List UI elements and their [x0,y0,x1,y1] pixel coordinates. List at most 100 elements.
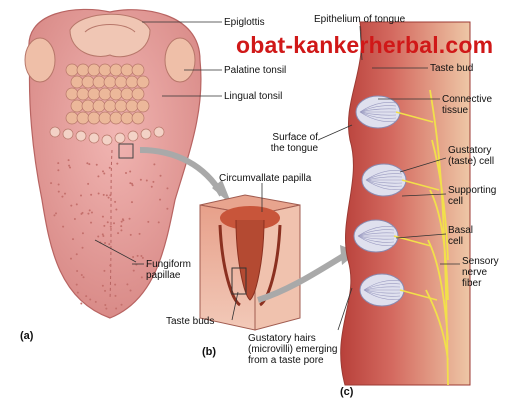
papilla-dot [57,162,60,165]
gustatory-cell [363,289,401,300]
vallate-papilla [127,130,139,142]
lingual-bump [125,99,139,113]
papilla-dot [116,162,119,165]
papilla-dot [106,221,109,224]
papilla-dot [159,198,162,201]
gustatory-cell [363,286,401,291]
papilla-dot [57,183,60,186]
lingual-bump [87,63,101,77]
papilla-dot [53,214,56,217]
papilla-dot [132,256,135,259]
papilla-dot [76,269,79,272]
papilla-dot [90,211,93,214]
median-sulcus [109,149,113,301]
vallate-papilla [140,128,152,140]
lingual-bump [109,111,123,125]
papilla-dot [88,163,91,166]
papilla-dot [62,225,65,228]
lingual-bump [92,99,106,113]
papilla-dot [103,172,106,175]
nerve-branch [395,111,434,123]
papilla-dot [129,233,132,236]
papilla-dot [129,182,132,185]
tongue-illustration [24,8,202,319]
vallate-papilla [62,128,74,140]
papilla-dot [120,303,123,306]
papilla-dot [166,187,169,190]
papilla-dot [130,201,133,204]
lingual-bump [109,63,123,77]
papilla-dot [61,195,64,198]
label-gustatory-cell: Gustatory (taste) cell [448,145,495,167]
papilla-dot [85,295,88,298]
papilla-dot [97,192,100,195]
papilla-dot [87,182,90,185]
circumvallate-block [199,194,301,331]
lingual-bump [120,63,134,77]
papilla-dot [82,276,85,279]
papilla-dot [108,243,111,246]
papilla-dot [102,234,105,237]
papilla-dot [90,221,93,224]
lingual-bump [65,87,79,101]
lingual-bump [103,99,117,113]
gustatory-cell [365,176,403,181]
papilla-dot [81,211,84,214]
lingual-bump [114,99,128,113]
vallate-papilla [101,134,113,146]
papilla-dot [69,257,72,260]
label-surface-of-tongue: Surface of the tongue [270,132,318,154]
label-basal-cell: Basal cell [448,225,474,247]
papilla-dot [101,233,104,236]
nerve-fibers [425,89,449,386]
papilla-dot [109,194,112,197]
papilla-dot [67,159,70,162]
lingual-bump [98,111,112,125]
papilla-dot [129,289,132,292]
nerve-branch [401,179,440,191]
panel-label-c: (c) [340,386,354,398]
papilla-dot [81,246,84,249]
gustatory-cell [363,289,401,297]
papilla-dot [75,253,78,256]
label-epiglottis: Epiglottis [224,17,265,28]
gustatory-cell [357,226,395,237]
label-supporting-cell: Supporting cell [448,185,497,207]
papilla-dot [153,163,156,166]
papilla-dot [150,185,153,188]
leader-lines-c [317,25,460,331]
leader-lines-b [231,183,263,321]
papilla-dot [57,190,60,193]
label-fungiform-papillae: Fungiform papillae [146,259,192,281]
vallate-papilla [153,126,165,138]
papilla-dot [73,218,76,221]
gustatory-cell [357,232,395,237]
papilla-dot [131,184,134,187]
papilla-dot [80,302,83,305]
papilla-dot [70,204,73,207]
papilla-dot [147,220,150,223]
lingual-bump [131,87,145,101]
papilla-dot [57,169,60,172]
label-sensory-nerve-fiber: Sensory nerve fiber [462,256,499,289]
papilla-callout-box [118,143,134,159]
epiglottis-region [69,13,151,58]
papilla-dot [101,284,104,287]
lingual-bump [136,75,150,89]
papilla-dot [103,224,106,227]
lingual-bump [98,87,112,101]
papilla-dot [126,283,129,286]
papilla-dot [130,182,133,185]
papilla-dot [114,200,117,203]
papilla-dot [107,196,110,199]
papilla-dot [86,162,89,165]
papilla-dot [145,265,148,268]
gustatory-cell [359,102,397,113]
papilla-dot [68,164,71,167]
papilla-dot [94,300,97,303]
papilla-dot [120,229,123,232]
gustatory-cell [365,179,403,190]
lingual-bump [136,99,150,113]
label-circumvallate-papilla: Circumvallate papilla [219,173,312,184]
